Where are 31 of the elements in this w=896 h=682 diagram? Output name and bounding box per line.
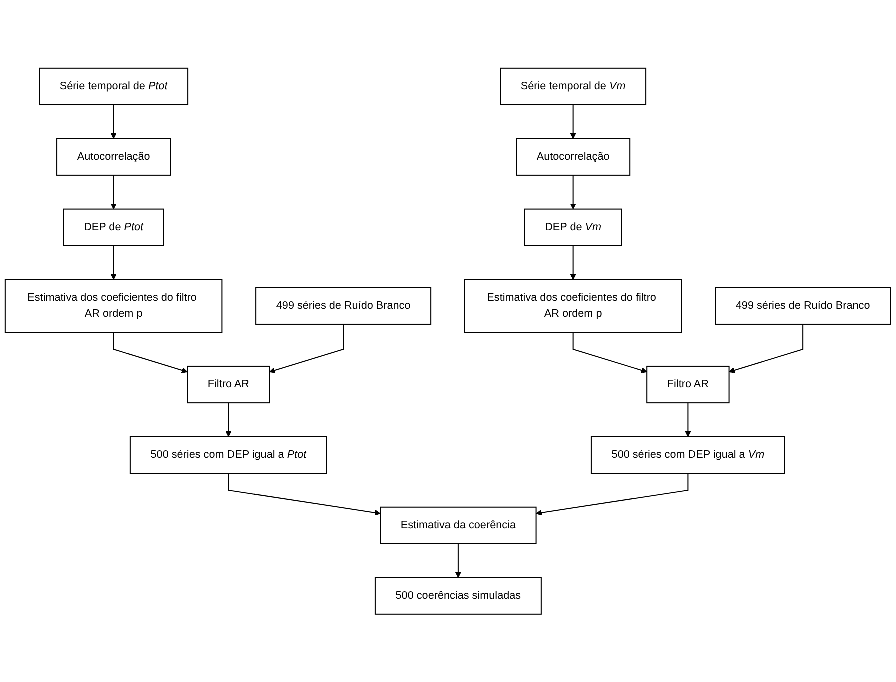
arrow xyxy=(570,245,576,280)
node-box: Filtro AR xyxy=(187,366,270,404)
arrow xyxy=(270,324,344,374)
node-box: Filtro AR xyxy=(646,366,730,404)
node-box: 499 séries de Ruído Branco xyxy=(256,286,432,325)
node-box: Estimativa dos coeficientes do filtro AR ordem p xyxy=(4,278,223,333)
arrow xyxy=(570,104,576,139)
node-box: Autocorrelação xyxy=(516,138,631,176)
node-box: 499 séries de Ruído Branco xyxy=(715,286,892,325)
arrow xyxy=(685,402,692,437)
arrow xyxy=(110,245,117,280)
arrow xyxy=(226,402,232,437)
arrow xyxy=(228,473,381,516)
node-box: DEP de Ptot xyxy=(63,208,164,246)
node-box: 500 coerências simuladas xyxy=(374,576,542,614)
arrow xyxy=(455,544,462,578)
node-box: Série temporal de Ptot xyxy=(39,67,189,106)
arrow xyxy=(110,175,117,210)
node-box: 500 séries com DEP igual a Ptot xyxy=(130,436,328,474)
node-box: DEP de Vm xyxy=(524,208,622,246)
arrow xyxy=(536,473,689,516)
arrow xyxy=(110,104,117,139)
arrow xyxy=(113,332,188,374)
node-box: Estimativa dos coeficientes do filtro AR ordem p xyxy=(464,278,682,333)
node-box: 500 séries com DEP igual a Vm xyxy=(590,436,786,474)
arrow xyxy=(570,175,576,210)
node-box: Série temporal de Vm xyxy=(500,67,647,106)
node-box: Estimativa da coerência xyxy=(380,506,537,544)
arrow xyxy=(572,332,648,374)
arrow xyxy=(729,324,804,374)
node-box: Autocorrelação xyxy=(56,138,172,176)
